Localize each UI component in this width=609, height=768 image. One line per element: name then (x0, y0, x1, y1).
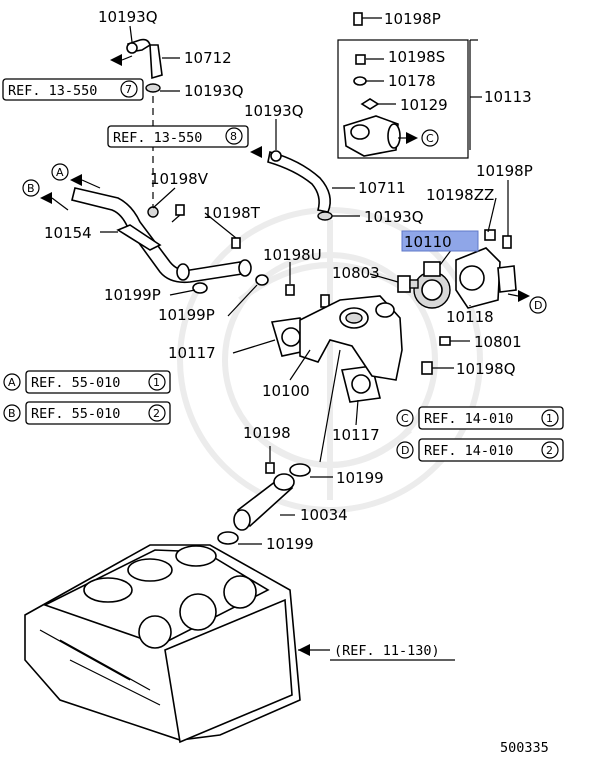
marker-c-top: C (421, 129, 439, 147)
label-10198: 10198 (243, 424, 291, 442)
hose-10711 (267, 150, 333, 221)
highlight-box-10110 (401, 230, 479, 252)
svg-text:REF. 14-010: REF. 14-010 (424, 411, 513, 427)
label-10199-b: 10199 (266, 535, 314, 553)
svg-text:(REF. 11-130): (REF. 11-130) (334, 643, 440, 659)
arrow-left-icon (250, 146, 262, 158)
label-10154: 10154 (44, 224, 92, 242)
bolt-10198q (421, 361, 433, 375)
svg-text:1: 1 (153, 376, 160, 389)
o-ring-10199p-a (192, 282, 208, 294)
label-10113: 10113 (484, 88, 532, 106)
svg-text:A: A (56, 166, 64, 179)
label-10110: 10110 (404, 233, 452, 251)
bolt-10198p (502, 235, 512, 249)
svg-text:D: D (534, 299, 542, 312)
bolt-10198v (171, 204, 185, 223)
bolt-10801 (439, 336, 462, 346)
o-ring-10199-b (217, 531, 239, 545)
hose-10712 (126, 38, 163, 93)
label-10100: 10100 (262, 382, 310, 400)
label-10199p-a: 10199P (104, 286, 161, 304)
label-10711: 10711 (358, 179, 406, 197)
part-labels: 10193Q 10712 10193Q 10193Q 10711 10193Q … (44, 8, 533, 553)
engine-block (24, 544, 301, 744)
label-10198p: 10198P (476, 162, 533, 180)
arrow-right-icon (518, 290, 530, 302)
svg-text:REF. 55-010: REF. 55-010 (31, 375, 120, 391)
marker-a-top: A (51, 163, 69, 181)
svg-text:C: C (426, 132, 434, 145)
pipe-10034 (233, 473, 295, 531)
label-10801: 10801 (474, 333, 522, 351)
ref-box-13-550-7: REF. 13-550 7 (2, 78, 144, 101)
label-10803: 10803 (332, 264, 380, 282)
arrow-left-icon (70, 174, 82, 186)
label-10118: 10118 (446, 308, 494, 326)
svg-text:A: A (8, 376, 16, 389)
marker-d-top: D (529, 296, 547, 314)
leader-lines (100, 17, 509, 651)
thermostat-10110 (413, 261, 451, 309)
bolt-10198zz (484, 229, 496, 241)
bolt-10198u (285, 284, 330, 308)
svg-text:D: D (401, 444, 409, 457)
label-10198zz: 10198ZZ (426, 186, 494, 204)
arrow-left-icon (110, 54, 122, 66)
label-10198t: 10198T (203, 204, 261, 222)
ref-row-d: D REF. 14-010 2 (396, 438, 564, 462)
label-10193q-c: 10193Q (244, 102, 304, 120)
kit-box-10113 (337, 12, 469, 159)
label-10178: 10178 (388, 72, 436, 90)
label-10199-a: 10199 (336, 469, 384, 487)
label-10712: 10712 (184, 49, 232, 67)
svg-text:REF. 13-550: REF. 13-550 (8, 83, 97, 99)
svg-text:C: C (401, 412, 409, 425)
svg-text:REF. 14-010: REF. 14-010 (424, 443, 513, 459)
label-10199p-b: 10199P (158, 306, 215, 324)
svg-text:2: 2 (153, 407, 160, 420)
ref-box-13-550-8: REF. 13-550 8 (107, 125, 249, 148)
bolt-10198t (231, 237, 241, 249)
label-10117-a: 10117 (168, 344, 216, 362)
ref-11-130: (REF. 11-130) (298, 643, 455, 661)
label-10193q-a: 10193Q (98, 8, 158, 26)
thermostat-housing-10118 (455, 247, 517, 309)
watermark-emblem (177, 207, 483, 513)
svg-text:REF. 13-550: REF. 13-550 (113, 130, 202, 146)
sensor-10803 (397, 275, 419, 293)
label-10198u: 10198U (263, 246, 322, 264)
label-10198p-top: 10198P (384, 10, 441, 28)
arrow-left-icon (40, 192, 52, 204)
label-10193q-d: 10193Q (364, 208, 424, 226)
svg-text:8: 8 (230, 130, 237, 143)
svg-text:1: 1 (546, 412, 553, 425)
arrow-right-icon (406, 132, 418, 144)
marker-b-top: B (22, 179, 40, 197)
diagram-number: 500335 (500, 740, 549, 756)
housing-10100 (299, 295, 403, 381)
label-10198s: 10198S (388, 48, 445, 66)
svg-text:7: 7 (125, 83, 132, 96)
svg-text:2: 2 (546, 444, 553, 457)
o-ring-10199p-b (255, 274, 269, 286)
label-10193q-b: 10193Q (184, 82, 244, 100)
label-10198q: 10198Q (456, 360, 516, 378)
label-10034: 10034 (300, 506, 348, 524)
ref-row-c: C REF. 14-010 1 (396, 406, 564, 430)
svg-text:B: B (8, 407, 16, 420)
label-10129: 10129 (400, 96, 448, 114)
ref-row-b: B REF. 55-010 2 (3, 401, 171, 425)
ref-row-a: A REF. 55-010 1 (3, 370, 171, 394)
pipe-10154 (71, 187, 252, 284)
svg-text:REF. 55-010: REF. 55-010 (31, 406, 120, 422)
label-10117-b: 10117 (332, 426, 380, 444)
svg-text:B: B (27, 182, 35, 195)
o-ring-10199-a (289, 463, 311, 477)
bolt-10198 (265, 462, 275, 474)
label-10198v: 10198V (150, 170, 209, 188)
